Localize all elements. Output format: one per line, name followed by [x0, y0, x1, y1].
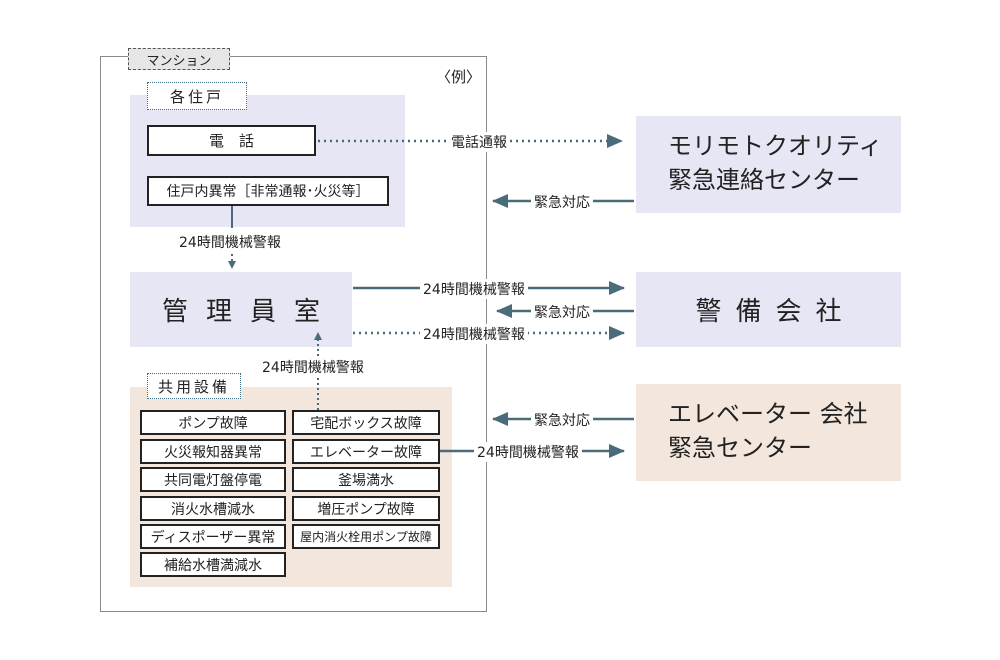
units-label: 各住戸	[147, 82, 247, 110]
common-item: 宅配ボックス故障	[292, 410, 440, 435]
machine-alarm-label: 24時間機械警報	[176, 232, 284, 252]
common-item: 釜場満水	[292, 467, 440, 492]
common-item: ポンプ故障	[140, 410, 286, 435]
common-item: エレベーター故障	[292, 439, 440, 464]
machine-alarm-label: 24時間機械警報	[262, 360, 364, 376]
elevator-line1: エレベーター 会社	[668, 400, 868, 428]
machine-alarm-label: 24時間機械警報	[474, 442, 582, 462]
response-label: 緊急対応	[531, 410, 593, 430]
response-label: 緊急対応	[531, 302, 593, 322]
common-item: 火災報知器異常	[140, 439, 286, 464]
common-item: 消火水槽減水	[140, 496, 286, 521]
common-item: 屋内消火栓用ポンプ故障	[292, 524, 440, 549]
phone-box: 電 話	[147, 125, 316, 156]
elevator-center: エレベーター 会社 緊急センター	[636, 384, 901, 481]
morimoto-line2: 緊急連絡センター	[668, 165, 860, 194]
morimoto-line1: モリモトクオリティ	[668, 132, 883, 160]
common-item: 増圧ポンプ故障	[292, 496, 440, 521]
common-item: 補給水槽満減水	[140, 552, 286, 577]
machine-alarm-label: 24時間機械警報	[420, 279, 528, 299]
morimoto-center: モリモトクオリティ 緊急連絡センター	[636, 116, 901, 213]
mansion-label: マンション	[128, 48, 230, 70]
security-company: 警備会社	[636, 272, 901, 347]
common-item: ディスポーザー異常	[140, 524, 286, 549]
unit-alarm-box: 住戸内異常［非常通報･火災等］	[147, 176, 389, 206]
common-item: 共同電灯盤停電	[140, 467, 286, 492]
phone-report-label: 電話通報	[448, 132, 510, 152]
machine-alarm-label: 24時間機械警報	[420, 324, 528, 344]
example-label: 〈例〉	[436, 68, 482, 86]
elevator-line2: 緊急センター	[668, 433, 812, 462]
response-label: 緊急対応	[531, 192, 593, 212]
common-label: 共用設備	[147, 373, 241, 399]
